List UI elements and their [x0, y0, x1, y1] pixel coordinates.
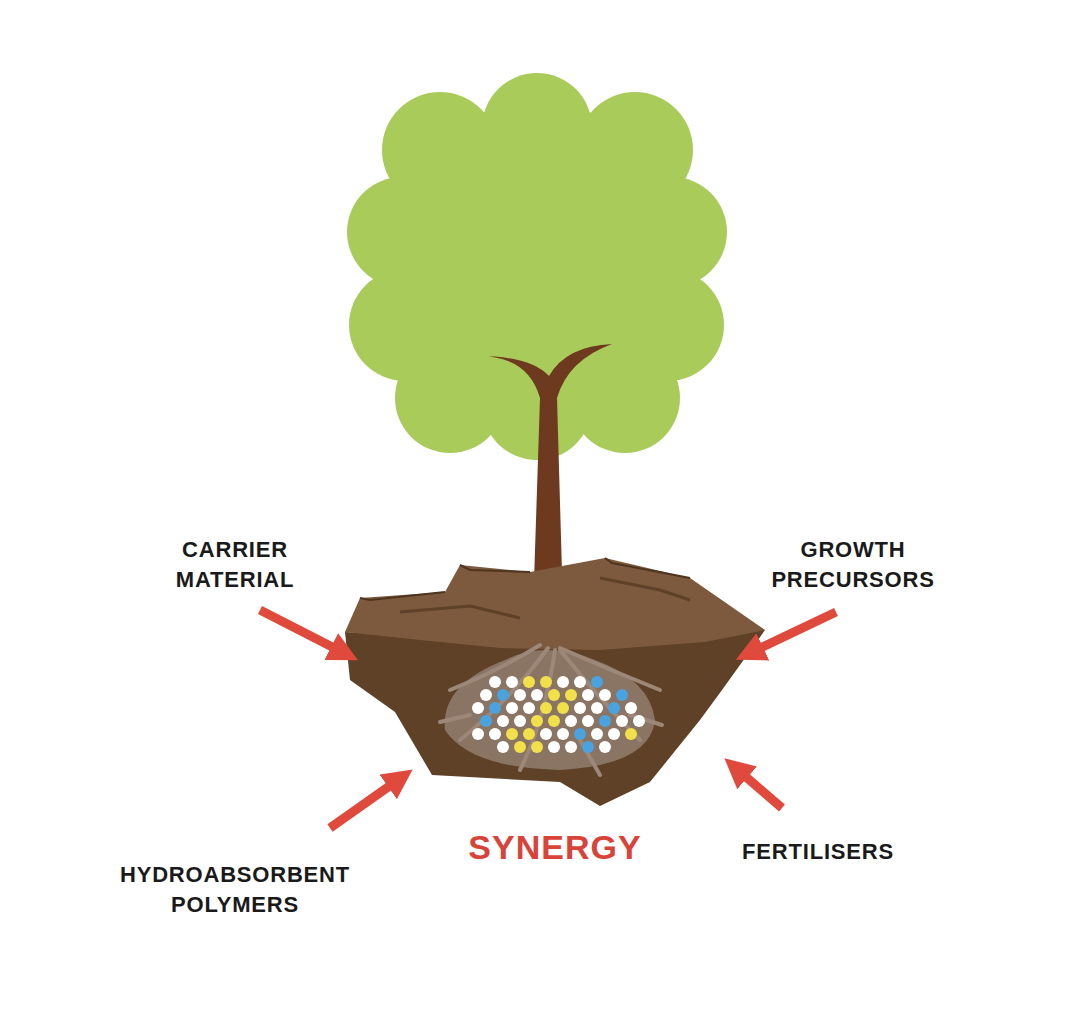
granule-dot: [548, 715, 560, 727]
granule-dot: [633, 715, 645, 727]
granule-dot: [480, 689, 492, 701]
granule-dot: [625, 728, 637, 740]
tree-canopy: [347, 73, 727, 460]
arrow: [752, 612, 836, 652]
granule-dot: [582, 741, 594, 753]
granule-dot: [540, 728, 552, 740]
granule-dot: [497, 689, 509, 701]
input-label: HYDROABSORBENT POLYMERS: [120, 860, 350, 921]
granule-dot: [523, 676, 535, 688]
input-label: FERTILISERS: [742, 837, 894, 867]
granule-dot: [506, 702, 518, 714]
granule-dot: [616, 689, 628, 701]
granule-dot: [480, 715, 492, 727]
soil-chunk: [345, 558, 765, 806]
granule-dot: [591, 702, 603, 714]
granule-dot: [599, 715, 611, 727]
granule-dot: [506, 728, 518, 740]
granule-dot: [574, 702, 586, 714]
granule-dot: [540, 676, 552, 688]
granule-dot: [548, 689, 560, 701]
granule-dot: [540, 702, 552, 714]
granule-dot: [531, 741, 543, 753]
granule-dot: [497, 741, 509, 753]
granule-dot: [523, 728, 535, 740]
arrow: [330, 780, 398, 828]
granule-dot: [599, 689, 611, 701]
granule-dot: [582, 689, 594, 701]
granule-dot: [616, 715, 628, 727]
granule-dot: [472, 702, 484, 714]
granule-dot: [497, 715, 509, 727]
arrow: [738, 770, 782, 808]
granule-dots: [472, 676, 645, 753]
granule-dot: [557, 702, 569, 714]
granule-dot: [531, 715, 543, 727]
granule-dot: [514, 741, 526, 753]
granule-dot: [557, 676, 569, 688]
granule-dot: [489, 702, 501, 714]
input-label: CARRIER MATERIAL: [176, 535, 294, 596]
granule-dot: [565, 689, 577, 701]
granule-dot: [574, 728, 586, 740]
granule-dot: [608, 702, 620, 714]
granule-dot: [582, 715, 594, 727]
input-arrows: [260, 610, 836, 828]
granule-dot: [548, 741, 560, 753]
granule-dot: [531, 689, 543, 701]
granule-dot: [625, 702, 637, 714]
granule-dot: [523, 702, 535, 714]
synergy-heading: SYNERGY: [468, 824, 641, 871]
granule-dot: [506, 676, 518, 688]
granule-dot: [472, 728, 484, 740]
granule-dot: [608, 728, 620, 740]
granule-dot: [565, 715, 577, 727]
granule-dot: [557, 728, 569, 740]
granule-dot: [489, 728, 501, 740]
granule-dot: [591, 676, 603, 688]
root-ball: [440, 645, 662, 775]
granule-dot: [514, 715, 526, 727]
arrow: [260, 610, 342, 652]
granule-dot: [574, 676, 586, 688]
granule-dot: [514, 689, 526, 701]
input-label: GROWTH PRECURSORS: [771, 535, 934, 596]
granule-dot: [591, 728, 603, 740]
granule-dot: [489, 676, 501, 688]
granule-dot: [565, 741, 577, 753]
granule-dot: [599, 741, 611, 753]
